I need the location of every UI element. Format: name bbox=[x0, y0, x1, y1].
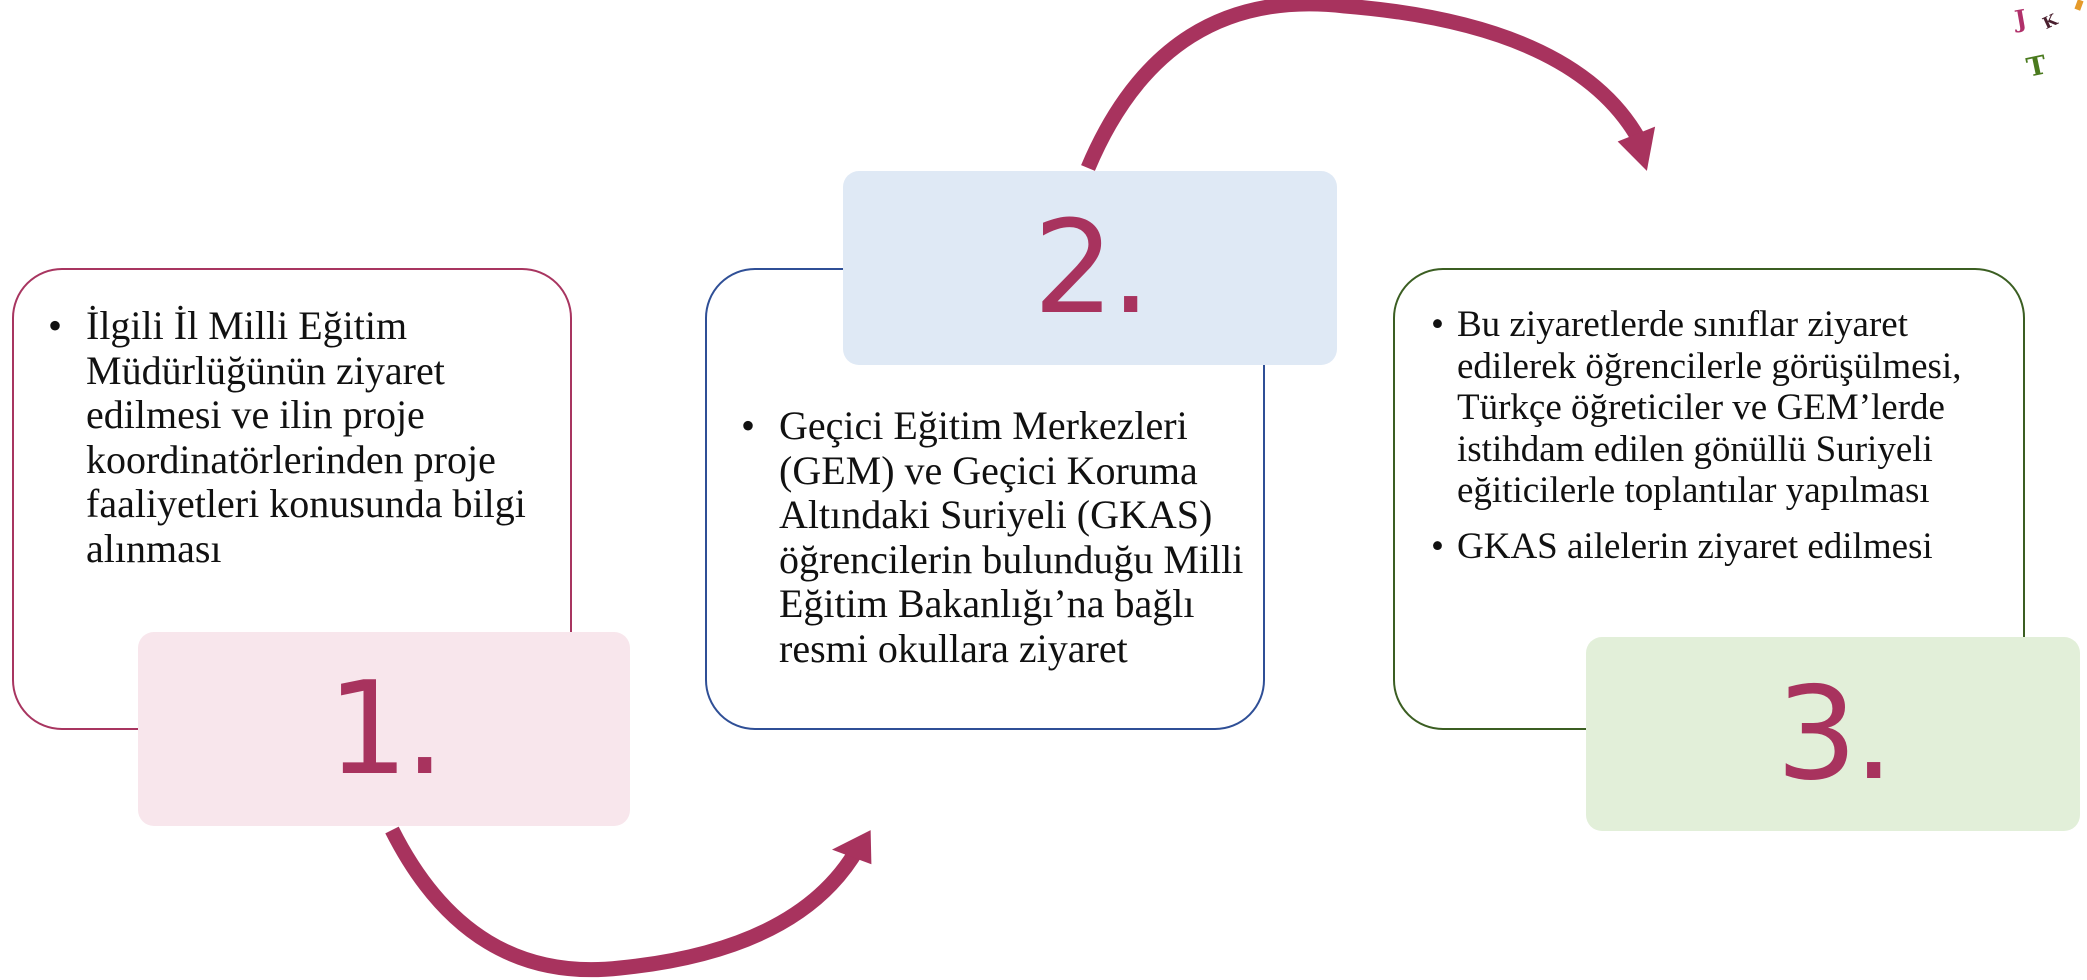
step-3-bullet-list: • Bu ziyaretlerde sınıflar ziyaret edile… bbox=[1431, 304, 2017, 568]
bullet-marker: • bbox=[741, 403, 756, 448]
step-3-number-box: 3. bbox=[1586, 637, 2080, 831]
step-1-number-box: 1. bbox=[138, 632, 630, 826]
arrow-curved-2-to-3-icon bbox=[1081, 0, 1656, 171]
arrow-curved-1-to-2-icon bbox=[385, 826, 872, 978]
step-3-bullet-item: • GKAS ailelerin ziyaret edilmesi bbox=[1431, 525, 2017, 568]
step-1-card: • İlgili İl Milli Eğitim Müdürlüğünün zi… bbox=[12, 268, 572, 730]
step-2-number: 2. bbox=[1032, 193, 1151, 343]
step-3-bullet-text-1: Bu ziyaretlerde sınıflar ziyaret edilere… bbox=[1457, 304, 1962, 511]
logo-letters-icon: J K T bbox=[2000, 0, 2087, 90]
bullet-marker: • bbox=[1431, 304, 1444, 345]
step-2-bullet-item: • Geçici Eğitim Merkezleri (GEM) ve Geçi… bbox=[741, 403, 1249, 671]
step-1-bullet-item: • İlgili İl Milli Eğitim Müdürlüğünün zi… bbox=[48, 303, 556, 571]
logo-letter-t: T bbox=[2024, 50, 2050, 84]
bullet-marker: • bbox=[48, 303, 63, 348]
step-1-bullet-list: • İlgili İl Milli Eğitim Müdürlüğünün zi… bbox=[48, 303, 556, 571]
logo-fragment bbox=[2074, 0, 2084, 11]
step-1-bullet-text: İlgili İl Milli Eğitim Müdürlüğünün ziya… bbox=[86, 303, 526, 571]
step-1-number: 1. bbox=[326, 654, 445, 804]
logo-letter-k: K bbox=[2039, 9, 2061, 34]
step-2-bullet-text: Geçici Eğitim Merkezleri (GEM) ve Geçici… bbox=[779, 403, 1244, 671]
logo-letter-j: J bbox=[2012, 3, 2029, 34]
step-3-number: 3. bbox=[1775, 659, 1894, 809]
step-2-bullet-list: • Geçici Eğitim Merkezleri (GEM) ve Geçi… bbox=[741, 403, 1249, 671]
step-2-number-box: 2. bbox=[843, 171, 1337, 365]
step-3-bullet-text-2: GKAS ailelerin ziyaret edilmesi bbox=[1457, 525, 1933, 567]
bullet-marker: • bbox=[1431, 525, 1444, 567]
step-3-bullet-item: • Bu ziyaretlerde sınıflar ziyaret edile… bbox=[1431, 304, 2017, 512]
